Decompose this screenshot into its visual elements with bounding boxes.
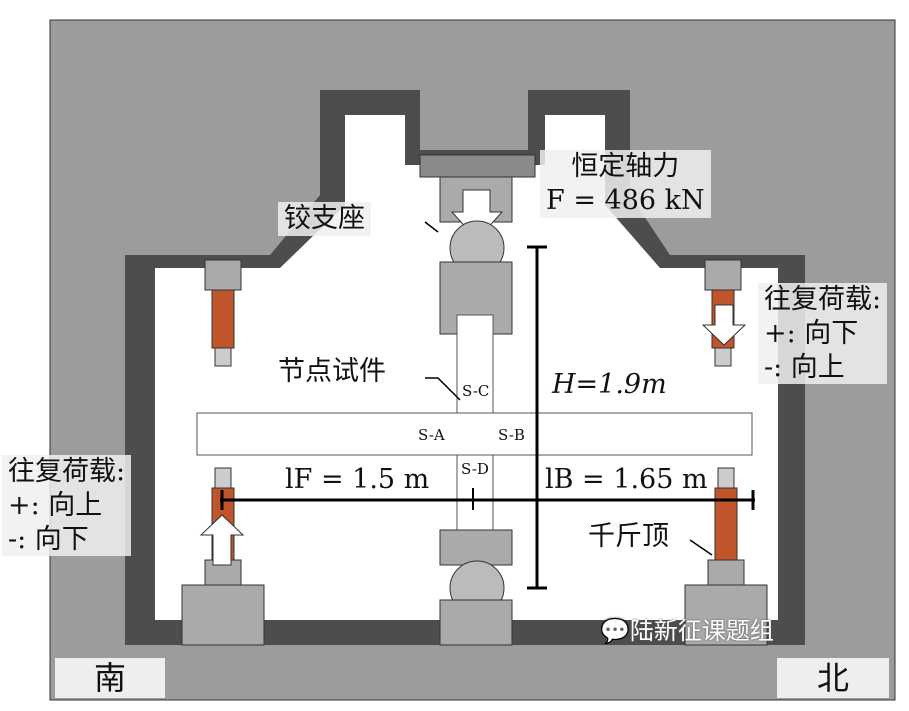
beam: [196, 412, 753, 456]
axial-force-label: 恒定轴力 F = 486 kN: [540, 150, 711, 218]
left-load-label: 往复荷载: +: 向上 -: 向下: [2, 455, 132, 557]
dimension-lines: [220, 245, 755, 590]
axial-force-value: F = 486 kN: [546, 184, 705, 216]
height-label: H=1.9m: [552, 369, 667, 400]
watermark-text: 陆新征课题组: [629, 617, 774, 645]
jack-label: 千斤顶: [588, 521, 669, 552]
bottom-support: [439, 599, 513, 646]
loading-head: [419, 154, 536, 178]
section-sa: S-A: [418, 426, 445, 444]
specimen-label: 节点试件: [278, 356, 386, 387]
right-load-label: 往复荷载: +: 向下 -: 向上: [758, 283, 888, 385]
left-load-plus: +: 向上: [8, 489, 103, 521]
leader-lines: [424, 221, 713, 556]
upper-right-jack: [701, 259, 747, 367]
left-load-title: 往复荷载:: [8, 456, 126, 487]
right-load-title: 往复荷载:: [764, 284, 882, 315]
north-label: 北: [777, 658, 889, 698]
lower-left-jack: [181, 467, 265, 646]
right-load-minus: -: 向上: [764, 351, 845, 383]
section-sb: S-B: [498, 426, 525, 444]
right-span-label: lB = 1.65 m: [545, 464, 708, 495]
hinge-label: 铰支座: [278, 202, 371, 236]
left-span-label: lF = 1.5 m: [285, 464, 430, 495]
section-sd: S-D: [461, 460, 489, 478]
section-sc: S-C: [462, 382, 490, 400]
axial-force-title: 恒定轴力: [571, 151, 680, 182]
bottom-column-block: [439, 529, 513, 566]
watermark: 💬陆新征课题组: [600, 616, 774, 646]
wechat-icon: 💬: [600, 617, 630, 645]
left-load-minus: -: 向下: [8, 523, 89, 555]
upper-left-jack: [204, 259, 242, 367]
right-load-plus: +: 向下: [764, 317, 859, 349]
south-label: 南: [55, 658, 165, 698]
lower-right-jack: [684, 467, 768, 646]
